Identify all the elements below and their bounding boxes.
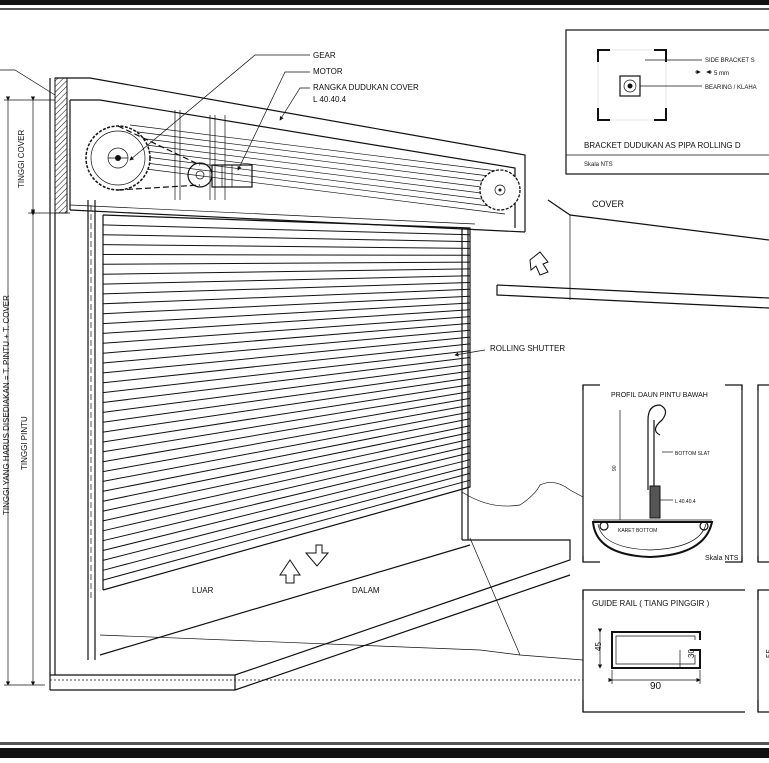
shutter-slat-line: [102, 234, 471, 243]
shutter-slat-line: [102, 466, 471, 561]
shutter-slat-line: [102, 224, 471, 236]
shutter-slat-line: [102, 275, 471, 285]
profil-angle-label: L 40.40.4: [675, 499, 696, 505]
rangka-size-label: L 40.40.4: [313, 95, 347, 104]
karet-bottom-label: KARET BOTTOM: [618, 528, 657, 534]
gear-wheel: [85, 125, 151, 191]
dalam-label: DALAM: [352, 586, 380, 595]
shutter-slat-line: [102, 336, 471, 374]
cover-label: COVER: [592, 199, 625, 209]
shutter-slat-line: [102, 411, 471, 482]
profil-detail-panel: [582, 384, 743, 563]
up-down-arrows-icon: [279, 544, 330, 584]
shutter-slat-line: [102, 261, 471, 265]
shutter-slat-line: [102, 391, 471, 453]
rangka-label: RANGKA DUDUKAN COVER: [313, 83, 419, 92]
shutter-slat-line: [102, 282, 471, 295]
guide-rail-panel: [582, 589, 769, 713]
pointer-arrow-icon: [529, 251, 549, 276]
shutter-slat-line: [102, 244, 471, 249]
guide-dim-90: 90: [650, 681, 662, 692]
guide-rail-title: GUIDE RAIL ( TIANG PINGGIR ): [592, 599, 710, 608]
shutter-slat-line: [102, 288, 471, 305]
shutter-slat-line: [102, 445, 471, 532]
shutter-slat-line: [102, 329, 471, 364]
motor: [187, 162, 253, 188]
tinggi-total-label: TINGGI YANG HARUS DISEDIAKAN = T. PINTU …: [2, 295, 11, 515]
guide-leader-line-2: [469, 537, 521, 656]
shutter-slat-line: [102, 384, 471, 443]
end-pulley: [479, 169, 521, 211]
tinggi-cover-label: TINGGI COVER: [17, 130, 26, 188]
guide-leader-line: [99, 634, 584, 661]
callout-lines: [0, 54, 486, 357]
motor-label: MOTOR: [313, 67, 343, 76]
bearing-label: BEARING / KLAHA: [705, 85, 757, 91]
side-bracket-label: SIDE BRACKET S: [705, 58, 755, 64]
shutter-slat-line: [102, 377, 471, 433]
gear-label: GEAR: [313, 51, 336, 60]
shutter-slat-line: [102, 268, 471, 275]
thickness-label: 5 mm: [714, 71, 729, 77]
guide-dim-55: 55: [765, 649, 769, 658]
shutter-slat-line: [102, 452, 471, 542]
shutter-slat-line: [102, 309, 471, 334]
rolling-shutter-label: ROLLING SHUTTER: [490, 344, 565, 353]
profil-title: PROFIL DAUN PINTU BAWAH: [611, 392, 708, 399]
profil-dim-label: 90: [612, 465, 618, 471]
shutter-slat-line: [102, 438, 471, 522]
bottom-slat-label: BOTTOM SLAT: [675, 451, 710, 457]
shutter-slat-line: [102, 302, 471, 325]
guide-dim-30: 30: [687, 649, 696, 658]
shutter-slat-line: [102, 459, 471, 551]
profil-scale: Skala NTS: [705, 555, 739, 562]
shutter-slat-line: [102, 472, 471, 571]
cover-section-detail: [496, 199, 769, 309]
roll-barrel: [129, 124, 506, 215]
bracket-title: BRACKET DUDUKAN AS PIPA ROLLING D: [584, 141, 741, 150]
luar-label: LUAR: [192, 586, 214, 595]
shutter-slat-line: [102, 254, 471, 256]
shutter-slat-line: [102, 322, 471, 354]
height-dimensions: [4, 96, 70, 686]
tinggi-pintu-label: TINGGI PINTU: [20, 416, 29, 470]
shutter-slat-line: [102, 316, 471, 344]
adjacent-panel-edge: [757, 384, 769, 563]
shutter-slat-line: [102, 370, 471, 423]
shutter-slat-line: [102, 425, 471, 502]
shutter-slat-line: [102, 479, 471, 581]
shutter-slat-line: [102, 295, 471, 315]
shutter-slats: [102, 224, 471, 581]
shutter-slat-line: [102, 432, 471, 512]
shutter-slat-line: [102, 404, 471, 473]
shutter-slat-line: [102, 343, 471, 384]
bracket-scale: Skala NTS: [584, 162, 613, 168]
floor-slab: [49, 539, 571, 691]
profil-leader-curve: [461, 482, 584, 507]
shutter-slat-line: [102, 363, 471, 413]
guide-dim-45: 45: [594, 642, 603, 651]
wall-hatch: [54, 77, 68, 214]
bracket-detail-panel: [565, 29, 769, 175]
shutter-slat-line: [102, 350, 471, 394]
shutter-slat-line: [102, 397, 471, 463]
shutter-slat-line: [102, 418, 471, 492]
main-door-assembly: [49, 77, 571, 691]
shutter-slat-line: [102, 357, 471, 403]
